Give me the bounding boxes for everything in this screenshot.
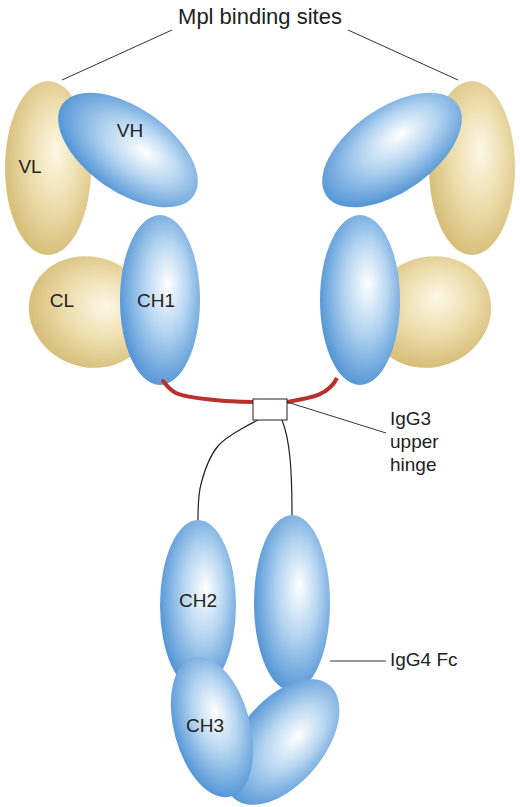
heavy-chain-domain: [302, 70, 481, 231]
part-label: IgG3 upper hinge: [390, 408, 454, 476]
domain-label: CH3: [186, 716, 224, 735]
domain-label: CH2: [179, 591, 217, 610]
part-label: IgG4 Fc: [390, 649, 510, 672]
domain-ellipse: [120, 215, 200, 385]
hinge-line: [163, 381, 253, 402]
heavy-chain-domain: [254, 515, 330, 691]
antibody-domain: CH3: [170, 654, 254, 800]
leader-line: [287, 402, 386, 433]
domain-label: CH1: [137, 291, 175, 310]
hinge-line: [198, 420, 258, 520]
domain-label: VL: [18, 157, 41, 176]
antibody-domain: VH: [58, 93, 198, 207]
domain-label: VH: [117, 121, 143, 140]
title-callout: Mpl binding sites: [0, 4, 520, 30]
heavy-chain-domain: [320, 215, 400, 385]
domain-outline: [58, 93, 198, 207]
hinge-connector: [163, 381, 258, 520]
domain-label: CL: [50, 291, 74, 310]
hinge-line: [282, 420, 292, 515]
hinge-line: [287, 378, 337, 402]
leader-line: [62, 30, 172, 80]
hinge-box: [253, 399, 287, 420]
leader-line: [348, 30, 458, 80]
domain-ellipse: [38, 70, 217, 231]
leader-line: [330, 661, 386, 662]
domain-ellipse: [157, 648, 268, 807]
connector-layer: [163, 381, 258, 520]
antibody-domain: CH1: [120, 215, 200, 385]
